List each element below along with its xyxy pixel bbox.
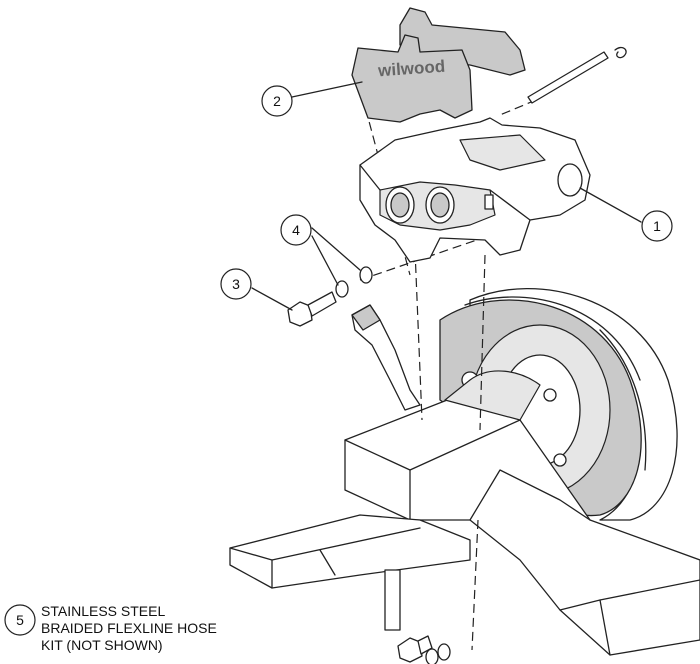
svg-text:5: 5	[16, 612, 24, 628]
spindle-knuckle	[344, 370, 700, 656]
bracket-tab	[351, 304, 381, 331]
washers	[335, 266, 451, 664]
svg-text:4: 4	[292, 222, 300, 238]
steering-arm	[229, 514, 471, 631]
callout-4: 4	[280, 214, 312, 246]
note-line: STAINLESS STEEL	[41, 603, 166, 619]
hose-kit-note: STAINLESS STEEL BRAIDED FLEXLINE HOSE KI…	[41, 603, 217, 654]
svg-text:2: 2	[273, 93, 281, 109]
note-line: KIT (NOT SHOWN)	[41, 637, 163, 653]
pad-logo: wilwood	[377, 57, 446, 81]
callout-3: 3	[220, 268, 252, 300]
callout-1: 1	[641, 210, 673, 242]
callout-2: 2	[261, 85, 293, 117]
mounting-bolt	[287, 291, 433, 663]
svg-text:1: 1	[653, 218, 661, 234]
leader-lines	[251, 81, 642, 311]
svg-text:3: 3	[232, 276, 240, 292]
callout-5: 5	[4, 604, 36, 636]
pad-retaining-pin	[527, 46, 627, 104]
brake-pads: wilwood	[351, 7, 526, 123]
caliper	[359, 117, 591, 263]
note-line: BRAIDED FLEXLINE HOSE	[41, 620, 217, 636]
